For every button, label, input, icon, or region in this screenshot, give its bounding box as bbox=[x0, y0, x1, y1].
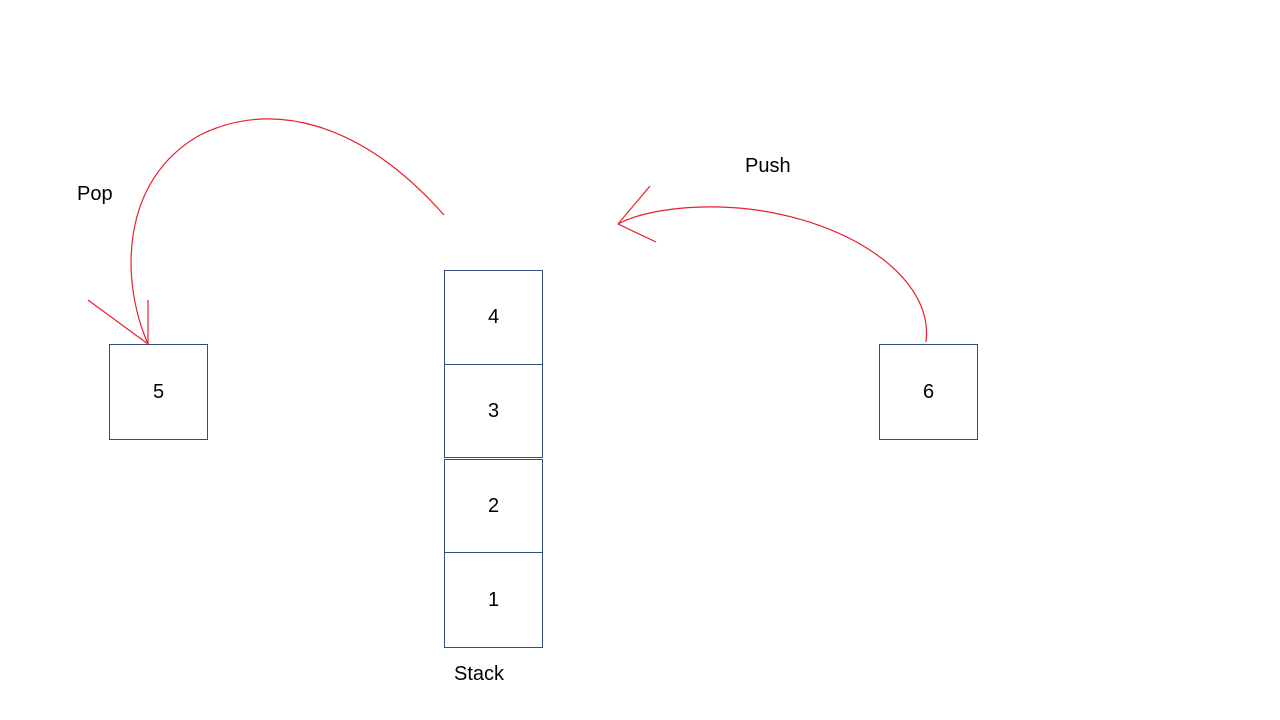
popped-item-box: 5 bbox=[109, 344, 208, 440]
stack-cell: 3 bbox=[444, 364, 543, 458]
pop-arrowhead-left bbox=[87, 299, 149, 345]
stack-label: Stack bbox=[454, 663, 505, 685]
pushed-item-value: 6 bbox=[922, 380, 935, 403]
stack-cell-value: 3 bbox=[487, 399, 500, 422]
push-arrow bbox=[617, 206, 928, 343]
stack-cell: 2 bbox=[444, 459, 543, 553]
push-arrowhead-top bbox=[617, 185, 651, 225]
pop-label: Pop bbox=[77, 183, 113, 205]
push-arrowhead-bottom bbox=[617, 223, 657, 243]
pop-arrow bbox=[130, 118, 445, 345]
stack-cell: 4 bbox=[444, 270, 543, 365]
stack-cell-value: 2 bbox=[487, 494, 500, 517]
popped-item-value: 5 bbox=[152, 380, 165, 403]
stack-cell-value: 1 bbox=[487, 588, 500, 611]
stack-cell-value: 4 bbox=[487, 306, 500, 328]
pushed-item-box: 6 bbox=[879, 344, 978, 440]
stack-cell: 1 bbox=[444, 552, 543, 648]
push-label: Push bbox=[745, 155, 791, 177]
